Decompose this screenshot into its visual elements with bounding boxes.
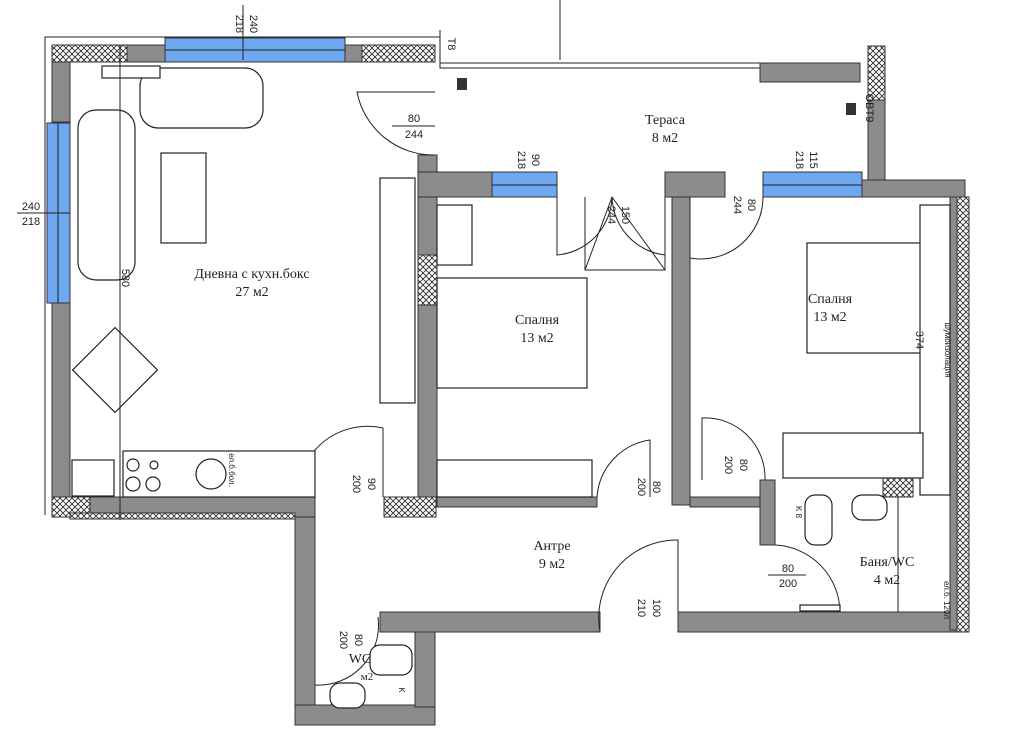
dim-bed2-balcony-h: 244 — [731, 196, 743, 214]
dim-living-top-h: 218 — [233, 15, 245, 33]
vent-terrace-2 — [846, 103, 856, 115]
room-area-terrace: 8 м2 — [652, 131, 678, 146]
label-insulation: шумоизолация — [943, 322, 952, 377]
dim-wc-door-w: 80 — [352, 634, 364, 646]
toilet-wc — [369, 644, 413, 676]
kitchen-fridge — [71, 459, 115, 497]
outline — [44, 30, 775, 515]
dim-bed1-door-h: 200 — [635, 478, 647, 496]
dim-bed1-window-w: 90 — [529, 154, 541, 166]
bed-1 — [436, 277, 588, 389]
room-area-hall: 9 м2 — [539, 557, 565, 572]
door-bedroom2 — [701, 417, 766, 481]
room-area-wc: м2 — [361, 671, 373, 683]
insulated-walls — [51, 44, 970, 633]
door-terrace-living — [356, 91, 436, 156]
room-name-hall: Антре — [533, 539, 570, 554]
sink-wc — [329, 682, 366, 709]
dim-living-left-h: 218 — [22, 216, 40, 228]
dim-bed2-door-w: 80 — [737, 459, 749, 471]
wardrobe-bedroom1 — [436, 459, 593, 498]
room-name-bath: Баня/WC — [860, 555, 915, 570]
door-bedroom1 — [596, 439, 651, 498]
furniture — [71, 0, 951, 709]
dim-terrace-door-h: 244 — [405, 129, 423, 141]
dim-bed2-balcony-w: 80 — [745, 199, 757, 211]
sofa-top — [139, 67, 264, 129]
room-name-wc: WC — [349, 652, 372, 667]
sink-bath — [851, 494, 888, 521]
door-bedroom2-balcony — [689, 196, 764, 260]
annotations: T8 OBT9 шумоизолация ел.б.бол. K 8 ел.б.… — [227, 38, 952, 694]
dim-sofa: 580 — [119, 269, 131, 287]
dim-wardrobe: 374 — [913, 331, 925, 349]
dim-living-top-w: 240 — [247, 15, 259, 33]
dim-entrance-door-w: 100 — [650, 599, 662, 617]
dim-bed2-window-h: 218 — [793, 151, 805, 169]
room-area-bedroom2: 13 м2 — [813, 310, 846, 325]
door-bedroom1-balcony — [556, 195, 666, 271]
dim-wc-door-h: 200 — [337, 631, 349, 649]
sofa-left — [77, 109, 136, 281]
dim-living-door-h: 200 — [350, 475, 362, 493]
ac-unit — [101, 65, 161, 79]
label-bath-boiler: ел.б. 120л — [942, 581, 951, 619]
door-bath — [774, 544, 841, 613]
doors — [314, 91, 841, 686]
room-name-bedroom2: Спалня — [808, 292, 853, 307]
label-t8: T8 — [445, 38, 457, 51]
nightstand-1 — [436, 204, 473, 266]
vent-terrace — [457, 78, 467, 90]
coffee-table — [160, 152, 207, 244]
label-kitchen-boiler: ел.б.бол. — [227, 453, 236, 487]
dim-entrance-door-h: 210 — [635, 599, 647, 617]
wardrobe-bedroom2 — [782, 432, 924, 479]
door-entrance — [598, 539, 679, 633]
dim-bed1-balcony-w: 150 — [619, 206, 631, 224]
dim-living-left-w: 240 — [22, 201, 40, 213]
wardrobe — [919, 204, 951, 496]
toilet-bath — [804, 494, 833, 546]
dim-bath-door-h: 200 — [779, 578, 797, 590]
label-obt9: OBT9 — [863, 94, 875, 123]
dim-bed2-window-w: 115 — [807, 151, 819, 169]
door-living — [314, 425, 384, 497]
dining-table — [71, 326, 159, 414]
room-area-bath: 4 м2 — [874, 573, 900, 588]
tv-unit — [379, 177, 416, 404]
walls — [51, 44, 966, 726]
label-bath-valve: K 8 — [794, 506, 803, 519]
label-wc-valve: K — [397, 687, 406, 693]
room-name-bedroom1: Спалня — [515, 313, 560, 328]
dim-bed2-door-h: 200 — [722, 456, 734, 474]
dim-living-door-w: 90 — [365, 478, 377, 490]
door-wc — [314, 616, 380, 686]
room-area-living: 27 м2 — [235, 285, 268, 300]
dim-bath-door-w: 80 — [782, 563, 794, 575]
room-name-terrace: Тераса — [645, 113, 686, 128]
dim-bed1-window-h: 218 — [515, 151, 527, 169]
room-labels: Дневна с кухн.бокс 27 м2 Тераса 8 м2 Спа… — [194, 113, 914, 683]
room-name-living: Дневна с кухн.бокс — [194, 267, 309, 282]
dimension-labels: 240 218 240 218 80 244 580 90 218 150 24… — [17, 5, 925, 649]
dim-bed1-door-w: 80 — [650, 481, 662, 493]
room-area-bedroom1: 13 м2 — [520, 331, 553, 346]
dim-bed1-balcony-h: 244 — [605, 206, 617, 224]
radiator — [799, 604, 841, 612]
dim-terrace-door-w: 80 — [408, 113, 420, 125]
